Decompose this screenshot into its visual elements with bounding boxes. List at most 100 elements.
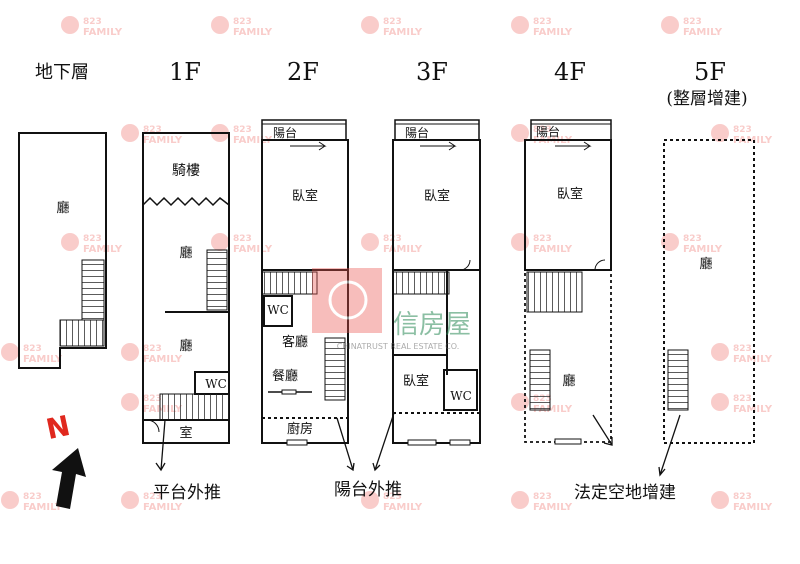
floor-label-3f: 3F — [416, 58, 448, 86]
watermark-number: 823 — [533, 492, 552, 502]
watermark-number: 823 — [83, 17, 102, 27]
watermark-number: 823 — [83, 234, 102, 244]
note-open-space-extension: 法定空地增建 — [574, 483, 676, 503]
watermark-number: 823 — [233, 125, 252, 135]
house-logo-icon — [661, 233, 679, 251]
watermark-word: FAMILY — [733, 404, 773, 415]
watermark-word: FAMILY — [733, 502, 773, 513]
company-name: 信房屋 — [393, 310, 471, 340]
house-logo-icon — [661, 16, 679, 34]
house-logo-icon — [361, 233, 379, 251]
watermark-layer: 823FAMILY823FAMILY823FAMILY823FAMILY823F… — [1, 16, 773, 513]
plan-basement — [18, 132, 107, 369]
watermark-word: FAMILY — [83, 27, 123, 38]
watermark-word: FAMILY — [683, 244, 723, 255]
watermark-word: FAMILY — [383, 502, 423, 513]
watermark-word: FAMILY — [83, 244, 123, 255]
house-logo-icon — [511, 233, 529, 251]
watermark-number: 823 — [143, 492, 162, 502]
floor-label-2f: 2F — [287, 58, 319, 86]
room-label-room: 室 — [179, 425, 192, 441]
house-logo-icon — [711, 393, 729, 411]
note-balcony-extension: 陽台外推 — [334, 480, 402, 500]
watermark-number: 823 — [143, 344, 162, 354]
watermark-word: FAMILY — [143, 502, 183, 513]
compass: N — [43, 409, 86, 509]
house-logo-icon — [1, 343, 19, 361]
room-label-bedroom: 臥室 — [424, 188, 450, 204]
room-label-bedroom: 臥室 — [292, 188, 318, 204]
room-label-living: 客廳 — [282, 334, 308, 350]
house-logo-icon — [711, 343, 729, 361]
room-label-kitchen: 廚房 — [287, 421, 313, 437]
house-logo-icon — [121, 393, 139, 411]
plan-5f — [663, 139, 755, 444]
house-logo-icon — [361, 16, 379, 34]
watermark-word: FAMILY — [143, 354, 183, 365]
watermark-word: FAMILY — [23, 354, 63, 365]
annotation-arrows — [155, 412, 681, 477]
watermark-number: 823 — [733, 394, 752, 404]
watermark-number: 823 — [23, 344, 42, 354]
house-logo-icon — [121, 124, 139, 142]
north-arrow-icon — [52, 448, 86, 509]
room-label-wc: WC — [450, 389, 472, 403]
watermark-word: FAMILY — [533, 404, 573, 415]
plan-4f — [524, 119, 612, 445]
watermark-number: 823 — [733, 344, 752, 354]
compass-north-label: N — [43, 409, 73, 446]
watermark-number: 823 — [143, 394, 162, 404]
watermark-word: FAMILY — [533, 502, 573, 513]
house-logo-icon — [61, 16, 79, 34]
room-label-balcony: 陽台 — [536, 124, 560, 139]
room-label-arcade: 騎樓 — [172, 163, 200, 179]
plan-1f — [142, 132, 230, 444]
plan-2f — [261, 119, 349, 446]
watermark-number: 823 — [683, 234, 702, 244]
watermark-word: FAMILY — [383, 244, 423, 255]
floor-label-4f: 4F — [554, 58, 586, 86]
room-label-balcony: 陽台 — [273, 125, 297, 140]
watermark-word: FAMILY — [233, 27, 273, 38]
watermark-number: 823 — [733, 492, 752, 502]
plan-3f — [392, 119, 481, 446]
watermark-word: FAMILY — [733, 135, 773, 146]
floor-label-5f: 5F — [694, 58, 726, 86]
floor-label-1f: 1F — [169, 58, 201, 86]
watermark-word: FAMILY — [233, 135, 273, 146]
watermark-word: FAMILY — [383, 27, 423, 38]
watermark-number: 823 — [383, 17, 402, 27]
house-logo-icon — [511, 16, 529, 34]
watermark-number: 823 — [233, 17, 252, 27]
room-label-bedroom: 臥室 — [557, 186, 583, 202]
watermark-number: 823 — [683, 17, 702, 27]
house-logo-icon — [211, 16, 229, 34]
house-logo-icon — [61, 233, 79, 251]
house-logo-icon — [711, 124, 729, 142]
note-platform-extension: 平台外推 — [153, 483, 221, 503]
house-logo-icon — [1, 491, 19, 509]
house-logo-icon — [711, 491, 729, 509]
room-label-hall: 廳 — [562, 373, 575, 389]
floor-label-5f-note: (整層增建) — [666, 89, 747, 109]
room-label-dining: 餐廳 — [272, 368, 298, 384]
room-label-hall: 廳 — [56, 200, 69, 216]
watermark-number: 823 — [533, 17, 552, 27]
house-logo-icon — [511, 124, 529, 142]
house-logo-icon — [121, 343, 139, 361]
watermark-word: FAMILY — [683, 27, 723, 38]
